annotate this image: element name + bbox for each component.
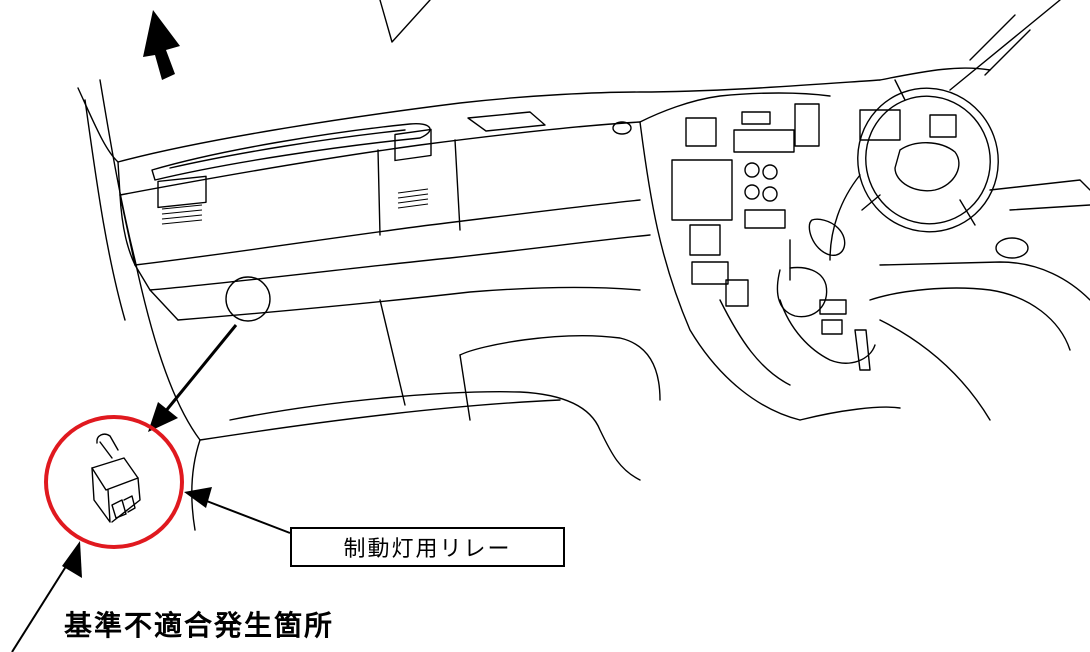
caption-arrow — [11, 541, 82, 652]
top-bubble-fragment — [379, 0, 431, 43]
relay-label: 制動灯用リレー — [290, 527, 565, 567]
center-console — [639, 92, 876, 421]
non-conformance-highlight-circle — [44, 415, 184, 549]
gear-shift — [776, 218, 846, 318]
steering-wheel — [829, 79, 1029, 261]
forward-direction-arrow — [143, 10, 180, 80]
relay-label-text: 制動灯用リレー — [343, 537, 512, 562]
driver-door-area — [799, 0, 1090, 421]
relay-label-arrow — [184, 487, 291, 534]
location-pointer-arrow — [148, 324, 238, 432]
non-conformance-location-caption: 基準不適合発生箇所 — [64, 609, 335, 642]
relay-location-marker — [225, 276, 271, 322]
dashboard-outline — [77, 79, 881, 531]
relay-component-illustration — [91, 433, 141, 523]
